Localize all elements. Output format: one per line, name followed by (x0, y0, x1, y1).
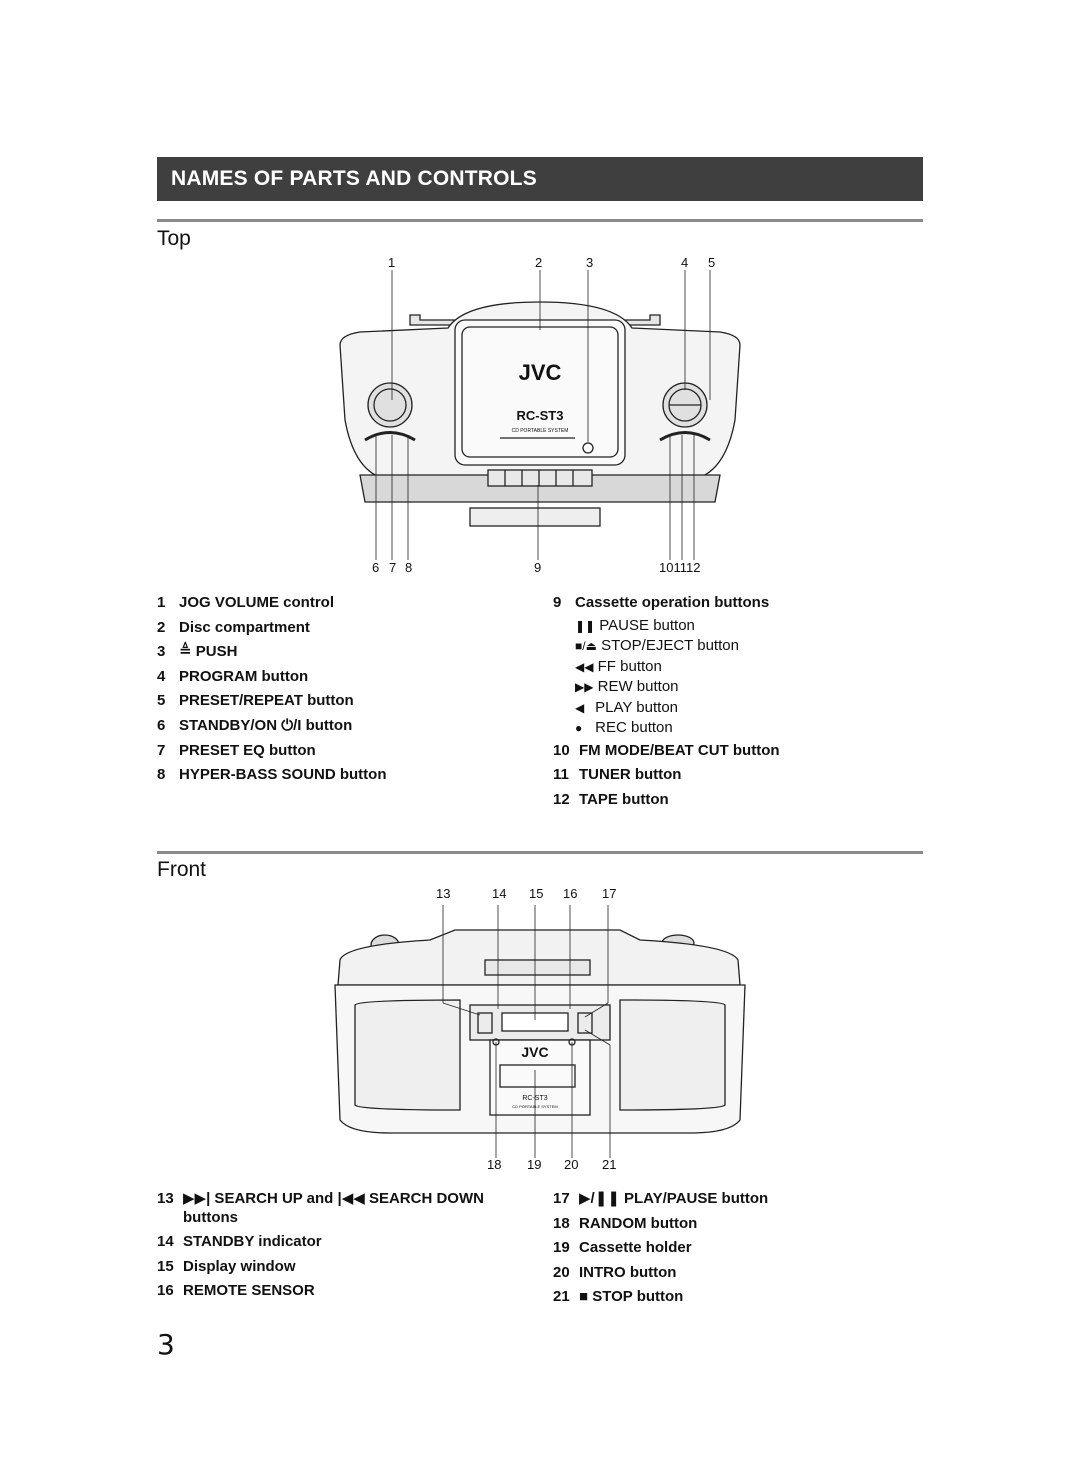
front-section-title: Front (157, 858, 207, 881)
callout-4: 4 (681, 255, 689, 270)
list-item: 21■ STOP button (553, 1288, 684, 1306)
sub-item-stop-eject: ■/⏏ STOP/EJECT button (553, 636, 780, 657)
callout-14: 14 (492, 886, 507, 901)
device-subtitle: CD PORTABLE SYSTEM (512, 428, 569, 434)
rewind-icon: ▶▶ (575, 680, 594, 695)
list-item: 17▶/❚❚ PLAY/PAUSE button (553, 1190, 769, 1207)
callout-1: 1 (388, 255, 396, 270)
front-parts-list-left: 13▶▶| SEARCH UP and |◀◀ SEARCH DOWN butt… (157, 1187, 484, 1304)
list-item: 13▶▶| SEARCH UP and |◀◀ SEARCH DOWN (157, 1190, 484, 1207)
callout-18: 18 (487, 1157, 502, 1172)
device-brand: JVC (519, 360, 562, 385)
sub-item-pause: ❚❚ PAUSE button (553, 616, 780, 637)
callout-8: 8 (405, 560, 413, 575)
callout-16: 16 (563, 886, 578, 901)
callout-21: 21 (602, 1157, 617, 1172)
front-section-rule (157, 851, 923, 854)
sub-item-ff: ◀◀ FF button (553, 657, 780, 678)
callout-2: 2 (535, 255, 543, 270)
sub-item-play: ◀ PLAY button (553, 698, 780, 719)
callout-5: 5 (708, 255, 716, 270)
callout-17: 17 (602, 886, 617, 901)
sub-item-rew: ▶▶ REW button (553, 677, 780, 698)
device-top-view-illustration: JVC RC-ST3 CD PORTABLE SYSTEM (339, 270, 741, 560)
callout-9: 9 (534, 560, 542, 575)
pause-icon: ❚❚ (575, 618, 596, 633)
top-section-rule (157, 219, 923, 222)
list-item-continuation: buttons (183, 1208, 238, 1226)
fast-forward-icon: ◀◀ (575, 659, 594, 674)
section-banner: NAMES OF PARTS AND CONTROLS (157, 157, 923, 201)
top-section-title: Top (157, 227, 191, 250)
stop-eject-icon: ■/⏏ (575, 639, 597, 654)
page-number: 3 (157, 1328, 175, 1361)
record-icon: ● (575, 721, 583, 736)
device-model: RC-ST3 (517, 408, 564, 423)
callout-3: 3 (586, 255, 594, 270)
sub-item-rec: ● REC button (553, 718, 780, 739)
callout-7: 7 (389, 560, 397, 575)
callout-19: 19 (527, 1157, 542, 1172)
device-front-view-illustration: JVC RC-ST3 CD PORTABLE SYSTEM (334, 905, 746, 1158)
banner-title: NAMES OF PARTS AND CONTROLS (171, 167, 537, 190)
callout-20: 20 (564, 1157, 579, 1172)
front-device-brand: JVC (521, 1044, 548, 1060)
callout-10-11-12: 101112 (659, 560, 701, 575)
callout-15: 15 (529, 886, 544, 901)
list-item: 3≜ PUSH (157, 643, 238, 661)
callout-6: 6 (372, 560, 380, 575)
play-icon: ◀ (575, 700, 585, 715)
callout-13: 13 (436, 886, 451, 901)
